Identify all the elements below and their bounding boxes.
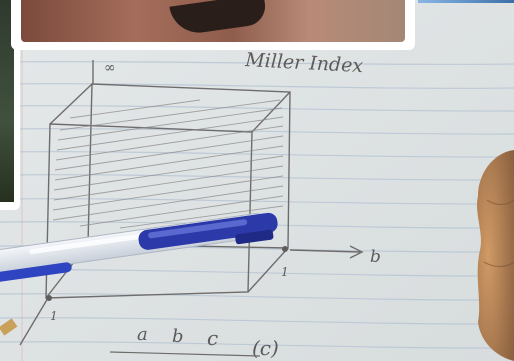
shaded-plane	[52, 99, 284, 229]
pencil-tip	[0, 318, 18, 336]
participant-video-left	[0, 0, 14, 202]
origin-point	[46, 295, 52, 301]
pen	[0, 212, 278, 283]
video-dark-region	[169, 0, 268, 37]
origin-label: 1	[50, 309, 58, 323]
column-a-label: a	[137, 324, 148, 345]
corner-label: 1	[281, 265, 289, 279]
table-rule	[109, 351, 261, 357]
column-c-label: c	[207, 326, 218, 350]
corner-point	[282, 246, 288, 252]
participant-thumbnail-corner[interactable]	[418, 0, 514, 3]
b-axis-label: b	[370, 247, 381, 267]
cube-sketch	[19, 60, 364, 346]
participant-video-top	[21, 0, 405, 42]
hand	[477, 150, 514, 361]
participant-thumbnail-top[interactable]	[11, 0, 415, 50]
column-b-label: b	[172, 326, 184, 347]
infinity-label: ∞	[104, 60, 116, 76]
participant-thumbnail-left[interactable]	[0, 0, 20, 210]
